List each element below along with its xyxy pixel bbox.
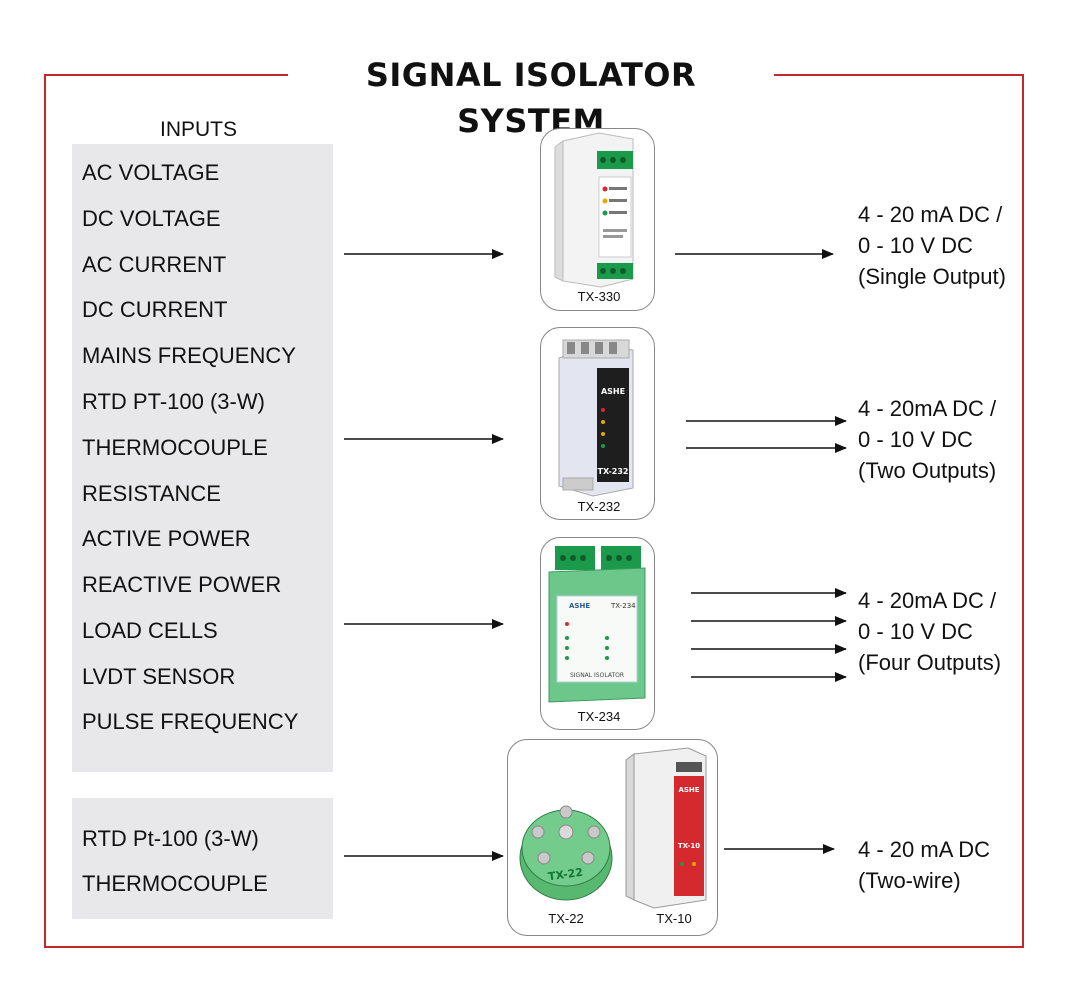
tx234-model-text: TX-234 [610,602,636,610]
tx10-model-text: TX-10 [678,842,700,850]
input-item: DC CURRENT [82,297,228,322]
device-label: TX-10 [656,911,692,926]
output-line: 0 - 10 V DC [858,427,973,452]
device-label: TX-330 [577,289,621,304]
tx232-device-image: ASHE TX-232 [558,339,634,497]
device-card-tx232: ASHE TX-232 TX-232 [540,327,655,520]
device-card-tx330: TX-330 [540,128,655,311]
device-card-tx22-tx10: TX-22 ASHE TX-10 TX-22 TX-10 [507,739,718,936]
input-item: AC CURRENT [82,252,227,277]
output-line: (Single Output) [858,264,1006,289]
tx232-brand-text: ASHE [601,387,625,396]
output-line: 4 - 20 mA DC [858,837,991,862]
device-label: TX-232 [577,499,621,514]
inputs-header: INPUTS [160,118,238,141]
tx10-brand-text: ASHE [678,786,699,794]
output-line: 0 - 10 V DC [858,619,973,644]
input-item: PULSE FREQUENCY [82,709,299,734]
output-line: 4 - 20 mA DC / [858,202,1003,227]
input-item: LVDT SENSOR [82,664,236,689]
input-item: RTD PT-100 (3-W) [82,389,265,414]
output-line: (Four Outputs) [858,650,1002,675]
tx234-caption-text: SIGNAL ISOLATOR [570,672,624,679]
tx22-tx10-device-image: TX-22 ASHE TX-10 [519,747,707,909]
device-label: TX-234 [577,709,621,724]
device-card-tx234: ASHE TX-234 SIGNAL ISOLATOR TX-234 [540,537,655,730]
output-text-four: 4 - 20mA DC / 0 - 10 V DC (Four Outputs) [858,585,1001,678]
device-label: TX-22 [548,911,584,926]
output-line: (Two-wire) [858,868,961,893]
input-item: DC VOLTAGE [82,206,221,231]
output-line: (Two Outputs) [858,458,997,483]
input-item: MAINS FREQUENCY [82,343,296,368]
tx232-model-text: TX-232 [598,467,629,476]
output-line: 4 - 20mA DC / [858,588,997,613]
input-item: THERMOCOUPLE [82,871,268,896]
tx234-brand-text: ASHE [569,602,590,610]
output-line: 4 - 20mA DC / [858,396,997,421]
output-line: 0 - 10 V DC [858,233,973,258]
tx234-device-image: ASHE TX-234 SIGNAL ISOLATOR [548,546,646,703]
input-item: REACTIVE POWER [82,572,282,597]
input-item: RTD Pt-100 (3-W) [82,826,259,851]
output-text-two-wire: 4 - 20 mA DC (Two-wire) [858,834,990,896]
output-text-two: 4 - 20mA DC / 0 - 10 V DC (Two Outputs) [858,393,996,486]
input-item: RESISTANCE [82,481,221,506]
input-item: AC VOLTAGE [82,160,220,185]
input-item: LOAD CELLS [82,618,218,643]
output-text-single: 4 - 20 mA DC / 0 - 10 V DC (Single Outpu… [858,199,1006,292]
tx22-model-text: TX-22 [547,866,583,884]
input-item: ACTIVE POWER [82,526,251,551]
two-wire-inputs-panel: RTD Pt-100 (3-W) THERMOCOUPLE [72,798,333,919]
inputs-panel: AC VOLTAGE DC VOLTAGE AC CURRENT DC CURR… [72,144,333,772]
tx330-device-image [554,132,634,288]
input-item: THERMOCOUPLE [82,435,268,460]
